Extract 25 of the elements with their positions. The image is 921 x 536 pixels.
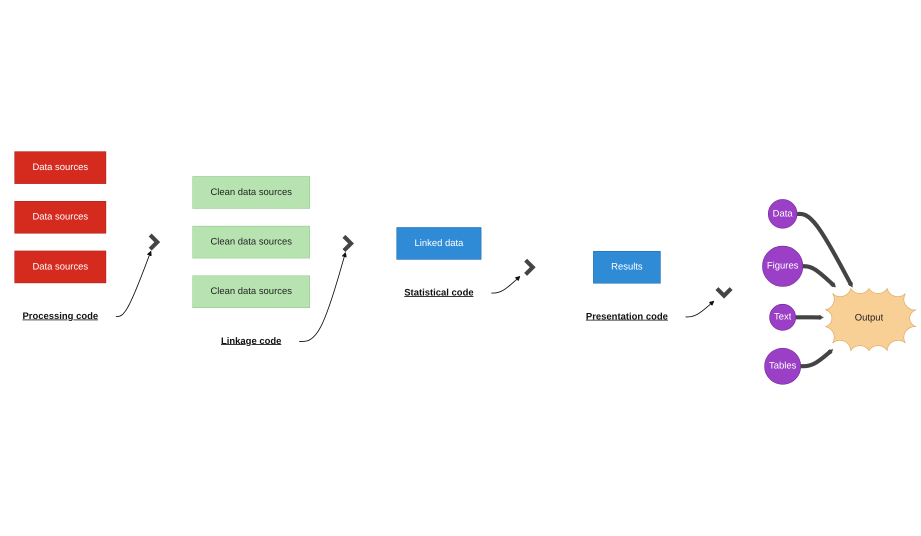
code-label: Statistical code — [404, 288, 474, 298]
data-circle: Tables — [764, 348, 802, 385]
data-circle: Text — [769, 304, 796, 331]
code-label: Processing code — [22, 311, 98, 322]
process-box: Clean data sources — [192, 176, 310, 209]
arrow — [490, 276, 520, 294]
code-label: Presentation code — [586, 312, 668, 322]
arrow — [800, 349, 834, 368]
process-box: Results — [593, 251, 661, 284]
arrow — [115, 250, 152, 318]
process-box: Data sources — [14, 201, 106, 234]
process-box: Clean data sources — [192, 276, 310, 308]
arrow — [797, 212, 854, 288]
arrow — [298, 252, 347, 342]
process-box: Linked data — [396, 227, 482, 260]
output-burst: Output — [825, 288, 917, 351]
arrow — [802, 264, 836, 288]
arrow — [685, 300, 714, 318]
arrow — [796, 314, 824, 320]
data-circle: Data — [768, 199, 798, 229]
process-box: Data sources — [14, 250, 106, 284]
data-circle: Figures — [762, 246, 804, 287]
process-box: Clean data sources — [192, 226, 310, 258]
process-box: Data sources — [14, 151, 106, 184]
code-label: Linkage code — [220, 336, 282, 346]
